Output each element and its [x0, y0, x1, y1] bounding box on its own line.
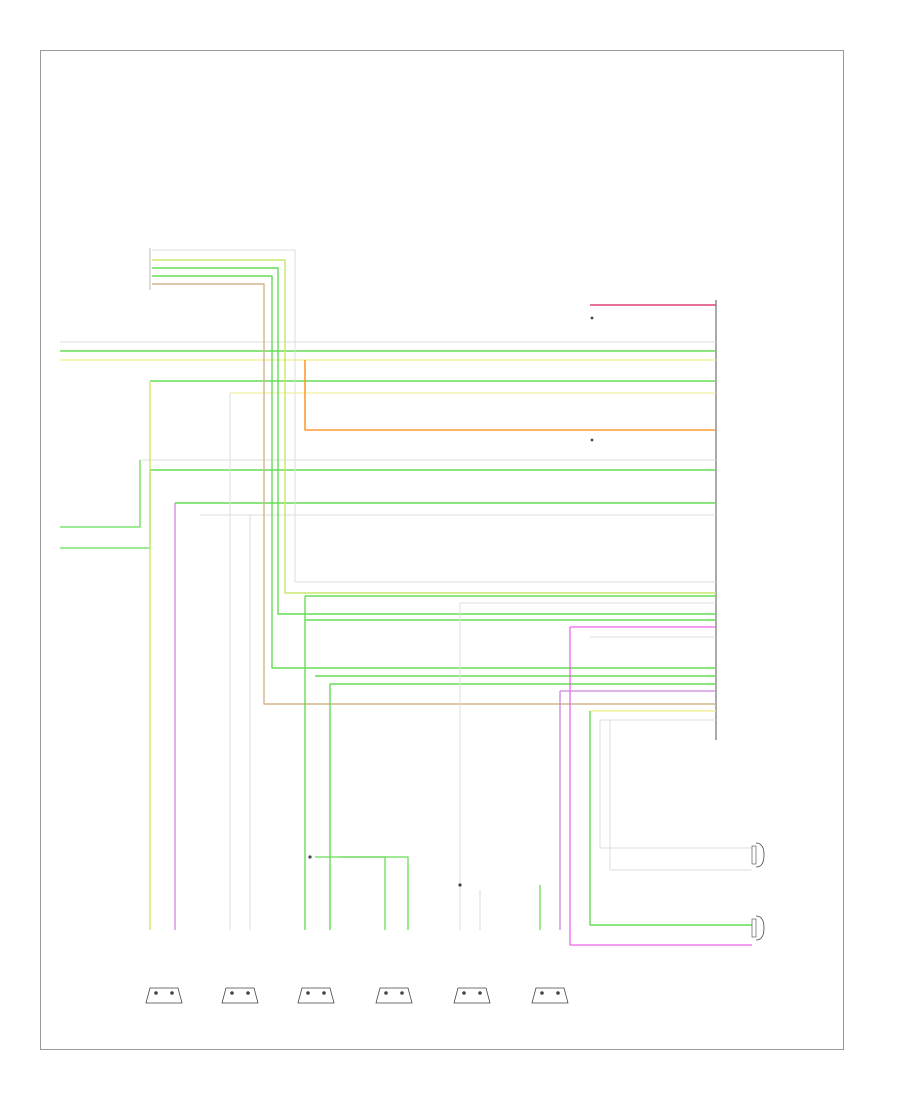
splice-dot	[590, 316, 594, 320]
splice-dot	[308, 855, 312, 859]
wire	[152, 249, 716, 583]
speaker-terminal	[556, 991, 560, 995]
wire	[304, 360, 716, 431]
speaker-terminal	[154, 991, 158, 995]
wire-group	[60, 249, 752, 946]
speaker	[297, 987, 335, 1004]
speaker-terminal	[230, 991, 234, 995]
speaker-terminal	[246, 991, 250, 995]
speaker-terminal	[462, 991, 466, 995]
left-rear-speaker-icon	[755, 842, 765, 868]
speaker	[531, 987, 569, 1004]
left-rear-speaker	[751, 842, 765, 868]
right-speaker-symbols	[751, 842, 765, 941]
wire	[152, 267, 716, 615]
bottom-speakers	[145, 987, 569, 1004]
speaker-icon	[453, 987, 491, 1004]
speaker-icon	[531, 987, 569, 1004]
diagram-frame	[40, 50, 844, 1050]
speaker-icon	[221, 987, 259, 1004]
left-rear-speaker-body	[751, 845, 757, 865]
wire	[609, 720, 752, 871]
speaker-terminal	[540, 991, 544, 995]
wire	[152, 259, 716, 594]
speaker-terminal	[478, 991, 482, 995]
speaker	[453, 987, 491, 1004]
wire	[569, 627, 752, 946]
right-rear-speaker-icon	[755, 915, 765, 941]
speaker-terminal	[384, 991, 388, 995]
right-rear-speaker	[751, 915, 765, 941]
wire	[60, 470, 151, 549]
speaker-terminal	[322, 991, 326, 995]
splice-points	[308, 316, 594, 887]
wire	[589, 711, 752, 926]
speaker-icon	[375, 987, 413, 1004]
right-rear-speaker-body	[751, 918, 757, 938]
speaker	[145, 987, 183, 1004]
speaker-icon	[145, 987, 183, 1004]
splice-dot	[590, 438, 594, 442]
speaker-terminal	[400, 991, 404, 995]
wire	[152, 283, 716, 705]
wire	[60, 460, 141, 528]
wire	[340, 856, 409, 930]
splice-dot	[458, 883, 462, 887]
wire	[152, 275, 716, 669]
wire	[315, 856, 386, 930]
speaker-icon	[297, 987, 335, 1004]
speaker	[221, 987, 259, 1004]
wire	[599, 720, 752, 849]
speaker	[375, 987, 413, 1004]
speaker-terminal	[306, 991, 310, 995]
speaker-terminal	[170, 991, 174, 995]
